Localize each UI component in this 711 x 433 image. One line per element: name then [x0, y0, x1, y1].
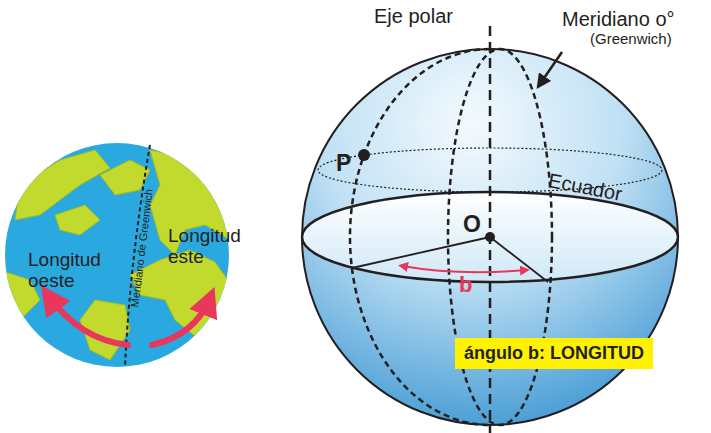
- caption-text: ángulo b: LONGITUD: [464, 343, 644, 363]
- axis-label: Eje polar: [374, 5, 453, 27]
- point-label: P: [336, 151, 351, 176]
- region-label: Longitud este: [168, 226, 243, 268]
- center-label: O: [463, 212, 481, 237]
- region-label: Longitud oeste: [28, 250, 108, 292]
- meridian-label: Meridiano o°: [562, 8, 675, 30]
- angle-label: b: [459, 273, 472, 297]
- meridian-note: (Greenwich): [590, 31, 672, 48]
- caption-box: ángulo b: LONGITUD: [455, 338, 653, 369]
